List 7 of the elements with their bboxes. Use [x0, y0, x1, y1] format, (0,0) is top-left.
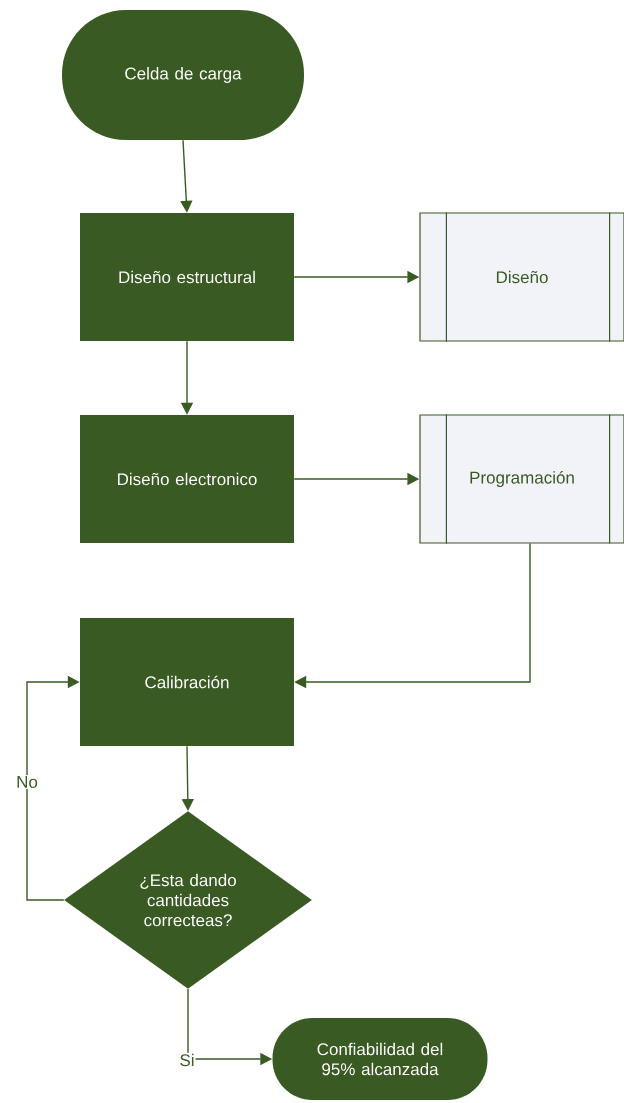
process-box: Calibración: [80, 618, 294, 746]
edge-label: Si: [178, 1052, 196, 1068]
process-box: Diseño electronico: [80, 415, 294, 543]
predefined-process-box: Diseño: [419, 211, 624, 343]
process-box: Diseño estructural: [80, 213, 294, 341]
predefined-process-box: Programación: [419, 413, 624, 545]
edge-label: No: [15, 775, 39, 789]
